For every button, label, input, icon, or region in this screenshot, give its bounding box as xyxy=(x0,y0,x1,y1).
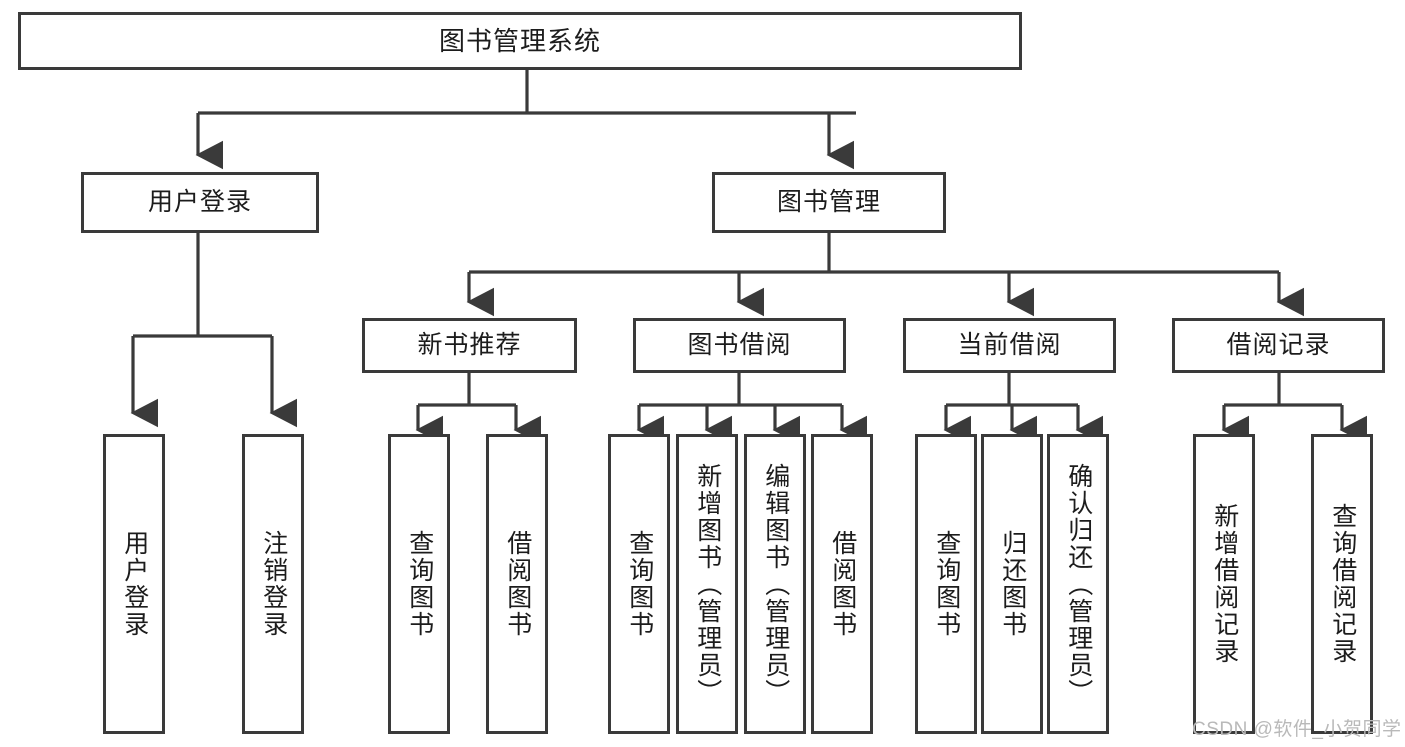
leaf-current-borrow-query-book[interactable]: 查询图书 xyxy=(915,434,977,734)
node-label: 借阅记录 xyxy=(1226,330,1331,359)
leaf-new-book-query-book[interactable]: 查询图书 xyxy=(388,434,450,734)
node-label: 当前借阅 xyxy=(957,330,1062,359)
node-label: 借阅图书 xyxy=(503,530,532,638)
node-label: 图书管理系统 xyxy=(438,25,601,56)
leaf-book-borrow-add-book-admin[interactable]: 新增图书（管理员） xyxy=(676,434,738,734)
node-label: 查询图书 xyxy=(405,530,434,638)
leaf-borrow-record-add-record[interactable]: 新增借阅记录 xyxy=(1193,434,1255,734)
node-label: 归还图书 xyxy=(998,530,1027,638)
leaf-borrow-record-query-record[interactable]: 查询借阅记录 xyxy=(1311,434,1373,734)
node-label: 新书推荐 xyxy=(417,330,522,359)
leaf-book-borrow-edit-book-admin[interactable]: 编辑图书（管理员） xyxy=(744,434,806,734)
node-label: 用户登录 xyxy=(120,530,149,638)
node-root-library-system[interactable]: 图书管理系统 xyxy=(18,12,1022,70)
leaf-current-borrow-return-book[interactable]: 归还图书 xyxy=(981,434,1043,734)
leaf-current-borrow-confirm-return-admin[interactable]: 确认归还（管理员） xyxy=(1047,434,1109,734)
node-label: 新增图书（管理员） xyxy=(693,462,722,706)
node-label: 确认归还（管理员） xyxy=(1064,462,1093,706)
leaf-new-book-borrow-book[interactable]: 借阅图书 xyxy=(486,434,548,734)
node-label: 注销登录 xyxy=(259,530,288,638)
node-label: 图书管理 xyxy=(776,187,881,216)
leaf-user-login-login[interactable]: 用户登录 xyxy=(103,434,165,734)
leaf-book-borrow-borrow-book[interactable]: 借阅图书 xyxy=(811,434,873,734)
node-current-borrow[interactable]: 当前借阅 xyxy=(903,318,1116,373)
node-label: 查询图书 xyxy=(932,530,961,638)
node-label: 编辑图书（管理员） xyxy=(761,462,790,706)
csdn-watermark: CSDN @软件_小贺同学 xyxy=(1192,719,1402,740)
node-label: 借阅图书 xyxy=(828,530,857,638)
node-label: 查询借阅记录 xyxy=(1328,503,1357,665)
node-label: 查询图书 xyxy=(625,530,654,638)
node-label: 用户登录 xyxy=(147,187,252,216)
node-label: 图书借阅 xyxy=(687,330,792,359)
node-new-book-recommend[interactable]: 新书推荐 xyxy=(362,318,577,373)
node-book-management[interactable]: 图书管理 xyxy=(712,172,946,233)
node-user-login[interactable]: 用户登录 xyxy=(81,172,319,233)
node-label: 新增借阅记录 xyxy=(1210,503,1239,665)
node-borrow-record[interactable]: 借阅记录 xyxy=(1172,318,1385,373)
leaf-book-borrow-query-book[interactable]: 查询图书 xyxy=(608,434,670,734)
node-book-borrow[interactable]: 图书借阅 xyxy=(633,318,846,373)
leaf-user-login-logout[interactable]: 注销登录 xyxy=(242,434,304,734)
